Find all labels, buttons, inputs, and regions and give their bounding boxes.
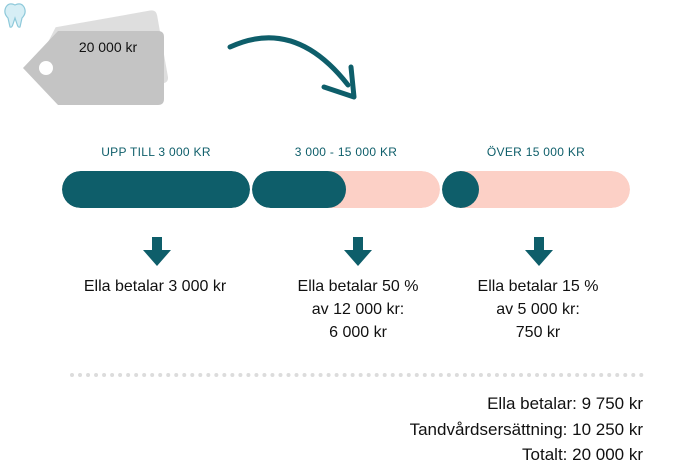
tier-label-1: UPP TILL 3 000 KR: [101, 145, 211, 159]
tier-bar-2: [252, 171, 440, 208]
summary-total: Totalt: 20 000 kr: [522, 445, 643, 464]
result-line: Ella betalar 50 %: [297, 278, 419, 295]
down-arrow-icon: [344, 237, 372, 266]
summary-reimbursement: Tandvårdsersättning: 10 250 kr: [409, 420, 643, 439]
tier-bar-1: [62, 171, 250, 208]
price-tag-shape: [23, 10, 169, 105]
summary-patient-pays: Ella betalar: 9 750 kr: [487, 394, 643, 413]
tier-bar-3: [442, 171, 630, 208]
tier-bar-3-fill: [442, 171, 479, 208]
result-line: 6 000 kr: [329, 324, 387, 341]
tier-bar-2-fill: [252, 171, 346, 208]
result-line: 750 kr: [515, 324, 561, 341]
down-arrow-icon: [525, 237, 553, 266]
tier-label-2: 3 000 - 15 000 KR: [294, 145, 398, 159]
tag-price: 20 000 kr: [78, 39, 138, 55]
result-line: av 12 000 kr:: [311, 301, 405, 318]
dotted-divider: [70, 373, 644, 377]
price-tag: 20 000 kr: [0, 0, 200, 130]
result-line: Ella betalar 3 000 kr: [83, 278, 227, 295]
down-arrow-icon: [143, 237, 171, 266]
result-line: av 5 000 kr:: [496, 301, 580, 318]
tier-result-2: Ella betalar 50 % av 12 000 kr: 6 000 kr: [253, 275, 463, 344]
tier-label-3: ÖVER 15 000 KR: [486, 145, 586, 159]
tier-result-3: Ella betalar 15 % av 5 000 kr: 750 kr: [433, 275, 643, 344]
result-line: Ella betalar 15 %: [477, 278, 599, 295]
tooth-icon: [4, 3, 26, 28]
curved-arrow-icon: [227, 35, 357, 100]
tier-result-1: Ella betalar 3 000 kr: [50, 275, 260, 298]
tier-bar-1-fill: [62, 171, 250, 208]
